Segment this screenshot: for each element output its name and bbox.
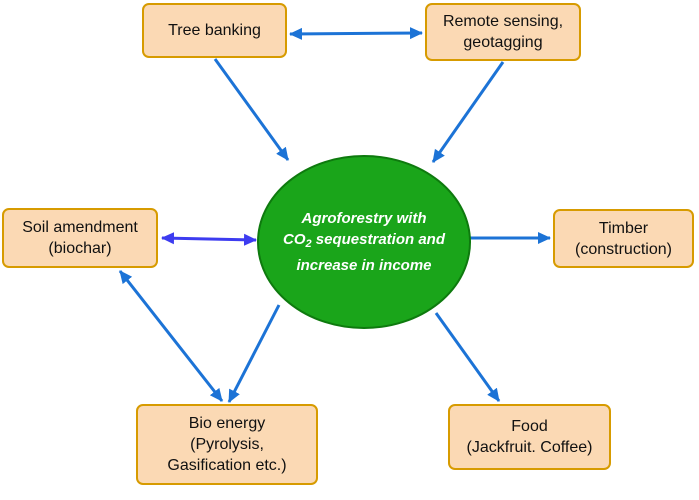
center-circle (257, 155, 471, 329)
center-label-line3: increase in income (296, 257, 432, 274)
node-soil-amendment-line2: (biochar) (48, 240, 112, 257)
arrow-tree-banking-to-center (213, 58, 290, 161)
center-label: Agroforestry with CO2 sequestration and … (258, 156, 470, 328)
node-bio-energy-line3: Gasification etc.) (167, 457, 287, 474)
node-soil-amendment-line1: Soil amendment (22, 219, 138, 236)
node-food-line1: Food (511, 418, 548, 435)
node-timber-line1: Timber (598, 219, 649, 237)
center-label-line2-suffix: sequestration and (311, 231, 445, 248)
node-food: Food (Jackfruit. Coffee) (448, 404, 611, 470)
node-timber: Timber (construction) (553, 209, 694, 268)
node-bio-energy-line2: (Pyrolysis, (190, 436, 264, 453)
node-remote-sensing: Remote sensing, geotagging (425, 3, 581, 61)
node-remote-sensing-line2: geotagging (463, 34, 543, 51)
arrow-center-to-food (434, 312, 501, 402)
node-bio-energy: Bio energy (Pyrolysis, Gasification etc.… (136, 404, 318, 485)
co2-subscript: 2 (305, 238, 312, 250)
center-label-line1: Agroforestry with (301, 210, 427, 227)
arrow-soil-amendment-center (161, 232, 257, 246)
arrow-tree-banking-remote-sensing (289, 27, 423, 40)
node-food-line2: (Jackfruit. Coffee) (466, 439, 593, 456)
co2-text: CO (283, 231, 306, 248)
arrow-center-to-bio-energy (227, 304, 281, 403)
center-label-line2: CO2 sequestration and (283, 229, 445, 255)
node-timber-line2: (construction) (575, 240, 672, 258)
arrow-soil-amendment-bio-energy (118, 270, 224, 402)
node-bio-energy-line1: Bio energy (188, 415, 266, 432)
node-tree-banking: Tree banking (142, 3, 287, 58)
node-soil-amendment: Soil amendment (biochar) (2, 208, 158, 268)
node-remote-sensing-line1: Remote sensing, (442, 13, 564, 30)
node-tree-banking-line1: Tree banking (168, 22, 261, 39)
arrow-remote-sensing-to-center (431, 61, 505, 163)
